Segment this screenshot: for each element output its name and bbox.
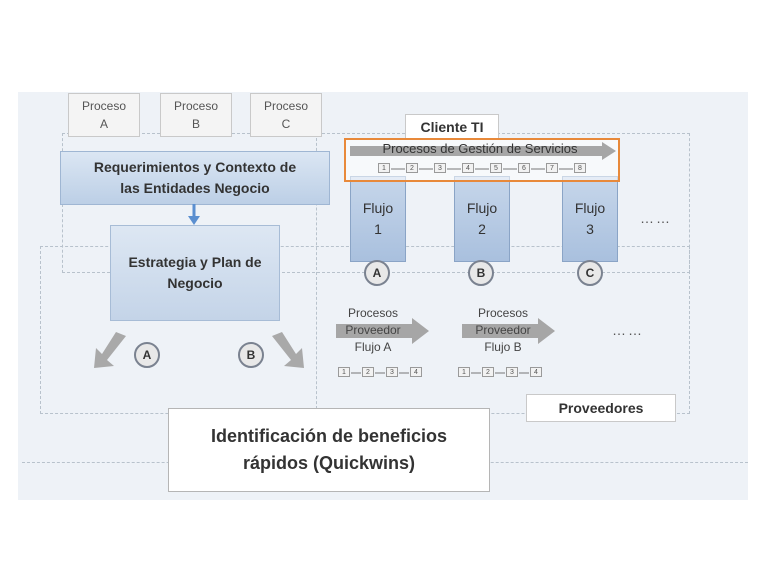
proveedor-a-step-connectors <box>351 372 409 374</box>
estrategia-box: Estrategia y Plan de Negocio <box>110 225 280 321</box>
arrow-down-left-icon <box>94 332 126 368</box>
proveedor-a-arrow-icon <box>336 318 429 344</box>
identificacion-line2: rápidos (Quickwins) <box>242 453 416 473</box>
proveedor-a-line3: Flujo A <box>354 340 392 354</box>
proveedor-b-line3: Flujo B <box>484 340 522 354</box>
requerimientos-line1: Requerimientos y Contexto de <box>93 159 297 175</box>
cliente-ti-label: Cliente TI <box>405 114 499 140</box>
requerimientos-box: Requerimientos y Contexto de las Entidade… <box>60 151 330 205</box>
identificacion-box: Identificación de beneficios rápidos (Qui… <box>168 408 490 492</box>
proceso-b-letter: B <box>191 117 200 131</box>
gestion-step: 8 <box>574 163 586 173</box>
flujo-ellipsis: …… <box>640 210 672 226</box>
proveedor-a-steps: 1 2 3 4 <box>338 367 428 379</box>
badge-flujo-a: A <box>364 260 390 286</box>
badge-flujo-c: C <box>577 260 603 286</box>
badge-b-left: B <box>238 342 264 368</box>
down-arrow-icon <box>188 204 200 225</box>
proveedor-b-text: Procesos Proveedor Flujo B <box>460 305 546 356</box>
gestion-step: 5 <box>490 163 502 173</box>
proveedor-b-line2: Proveedor <box>475 323 531 337</box>
proveedor-a-step: 4 <box>410 367 422 377</box>
gestion-servicios-band <box>344 138 620 182</box>
arrow-down-right-icon <box>272 332 304 368</box>
gestion-step: 2 <box>406 163 418 173</box>
badge-a-left: A <box>134 342 160 368</box>
proveedor-b-step: 2 <box>482 367 494 377</box>
proveedor-a-line2: Proveedor <box>345 323 401 337</box>
proceso-c-letter: C <box>281 117 291 131</box>
gestion-step: 1 <box>378 163 390 173</box>
gestion-step-connectors <box>391 168 573 170</box>
flujo-2-box: Flujo 2 <box>454 176 510 262</box>
proceso-a-letter: A <box>99 117 108 131</box>
flujo-3-label: Flujo <box>574 200 606 216</box>
flujo-3-number: 3 <box>586 221 594 237</box>
proveedor-b-step: 3 <box>506 367 518 377</box>
flujo-2-number: 2 <box>478 221 486 237</box>
flujo-1-label: Flujo <box>362 200 394 216</box>
proveedor-b-step: 4 <box>530 367 542 377</box>
gestion-arrow-icon <box>350 142 616 160</box>
proveedor-b-line1: Procesos <box>477 306 529 320</box>
estrategia-line2: Negocio <box>167 275 223 291</box>
gestion-step: 6 <box>518 163 530 173</box>
badge-flujo-b: B <box>468 260 494 286</box>
proveedor-a-text: Procesos Proveedor Flujo A <box>330 305 416 356</box>
proveedor-b-step-connectors <box>471 372 529 374</box>
gestion-step: 4 <box>462 163 474 173</box>
gestion-step: 7 <box>546 163 558 173</box>
proceso-c-label: Proceso <box>263 99 309 113</box>
proveedores-label: Proveedores <box>526 394 676 422</box>
flujo-2-label: Flujo <box>466 200 498 216</box>
gestion-steps: 1 2 3 4 5 6 7 8 <box>378 163 588 175</box>
proveedor-b-arrow-icon <box>462 318 555 344</box>
identificacion-line1: Identificación de beneficios <box>210 426 448 446</box>
flujo-1-box: Flujo 1 <box>350 176 406 262</box>
estrategia-line1: Estrategia y Plan de <box>128 254 262 270</box>
proceso-b-label: Proceso <box>173 99 219 113</box>
proveedor-a-line1: Procesos <box>347 306 399 320</box>
proveedor-a-step: 2 <box>362 367 374 377</box>
gestion-step: 3 <box>434 163 446 173</box>
requerimientos-line2: las Entidades Negocio <box>120 180 270 196</box>
proveedor-a-step: 1 <box>338 367 350 377</box>
proveedor-a-step: 3 <box>386 367 398 377</box>
proveedor-b-steps: 1 2 3 4 <box>458 367 548 379</box>
flujo-3-box: Flujo 3 <box>562 176 618 262</box>
gestion-servicios-title: Procesos de Gestión de Servicios <box>382 141 578 156</box>
flujo-1-number: 1 <box>374 221 382 237</box>
proceso-a-label: Proceso <box>81 99 127 113</box>
vertical-dashed-divider <box>316 133 317 414</box>
proveedor-b-step: 1 <box>458 367 470 377</box>
proveedor-ellipsis: …… <box>612 322 644 338</box>
